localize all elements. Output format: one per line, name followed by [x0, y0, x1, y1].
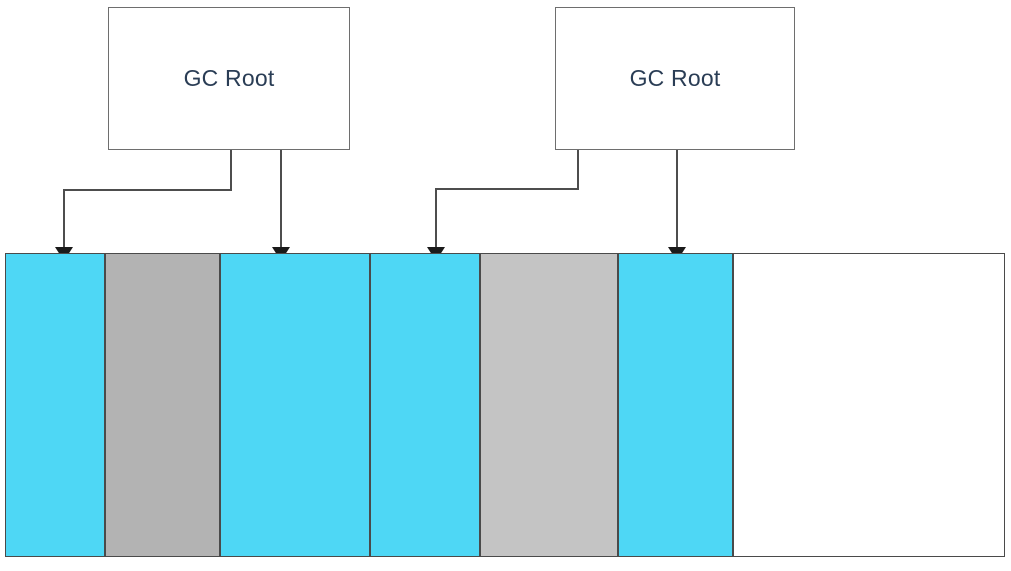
- connector-root2-to-block4: [427, 150, 579, 261]
- heap-block-6[interactable]: [618, 253, 733, 557]
- heap-block-1[interactable]: [5, 253, 105, 557]
- heap-block-4[interactable]: [370, 253, 480, 557]
- connector-line: [435, 150, 579, 247]
- gc-root-box-2[interactable]: GC Root: [555, 7, 795, 150]
- connector-root1-to-block3: [272, 150, 290, 261]
- connector-root2-to-block6: [668, 150, 686, 261]
- heap-block-7[interactable]: [733, 253, 1005, 557]
- gc-root-label-2: GC Root: [629, 65, 721, 91]
- connector-line: [63, 150, 232, 247]
- connector-root1-to-block1: [55, 150, 232, 261]
- heap-block-5[interactable]: [480, 253, 618, 557]
- gc-root-label-1: GC Root: [183, 65, 275, 91]
- heap-block-3[interactable]: [220, 253, 370, 557]
- gc-root-box-1[interactable]: GC Root: [108, 7, 350, 150]
- heap-block-2[interactable]: [105, 253, 220, 557]
- heap-strip: [0, 253, 1011, 557]
